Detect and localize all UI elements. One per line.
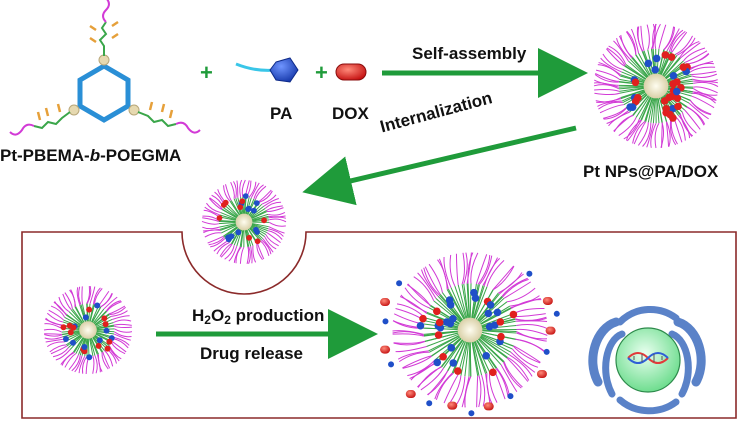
nanoparticle-releasing [380, 252, 560, 417]
plus-sign-1: + [200, 60, 213, 85]
nanoparticle-in-cell [43, 285, 133, 374]
dox-capsule [335, 63, 367, 81]
cell-box [21, 231, 737, 419]
internalization-arrow [302, 125, 577, 206]
nps-label: Pt NPs@PA/DOX [583, 162, 719, 181]
nucleus-with-dna [588, 305, 706, 415]
polymer-structure [9, 0, 201, 136]
nanoparticle-internalized [201, 179, 287, 265]
pa-label: PA [270, 104, 293, 123]
polymer-label: Pt-PBEMA-b-POEGMA [0, 146, 182, 165]
drug-release-label: Drug release [200, 344, 303, 363]
pa-molecule [235, 57, 299, 83]
plus-sign-2: + [315, 60, 328, 85]
self-assembly-label: Self-assembly [412, 44, 527, 63]
nanoparticle-pt-nps-pa-dox [593, 23, 719, 149]
h2o2-production-label: H2O2 production [192, 306, 325, 327]
dox-label: DOX [332, 104, 369, 123]
